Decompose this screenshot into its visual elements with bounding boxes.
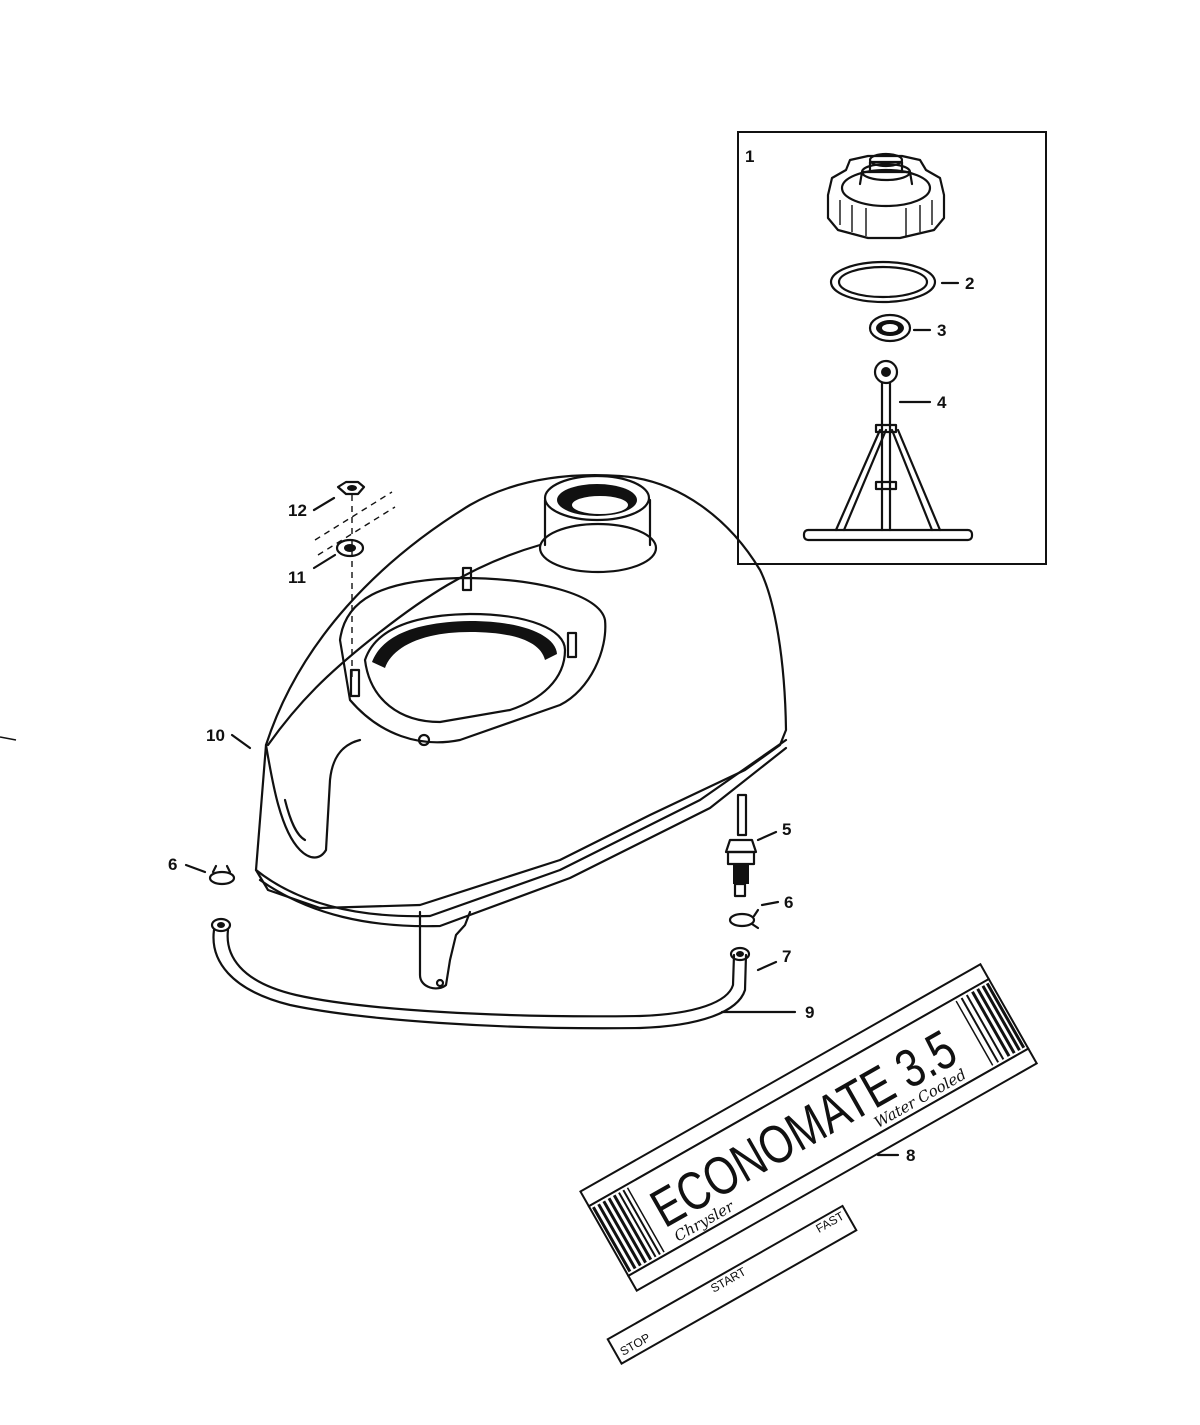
callout-3: 3 <box>937 321 946 340</box>
callout-12: 12 <box>288 501 307 520</box>
gasket: 2 <box>829 260 974 304</box>
tank-bracket <box>418 910 472 990</box>
callout-8: 8 <box>906 1146 915 1165</box>
callout-4: 4 <box>937 393 947 412</box>
hose-clamp-right: 6 <box>728 893 793 930</box>
callout-6-left: 6 <box>168 855 177 874</box>
fuel-cap <box>826 152 946 240</box>
vent-stand: 4 <box>802 359 974 542</box>
callout-2: 2 <box>965 274 974 293</box>
callout-11: 11 <box>288 568 306 587</box>
mounting-studs <box>349 566 578 747</box>
fuel-hose: 7 <box>210 917 791 1030</box>
decal-economate: ECONOMATE 3.5 Chrysler Water Cooled <box>579 962 1039 1292</box>
filler-neck <box>538 474 658 574</box>
nut-and-washer: 12 11 <box>288 480 396 680</box>
decal-barcode-right <box>955 982 1026 1066</box>
fuel-valve: 5 <box>724 793 791 898</box>
seal-ring: 3 <box>868 313 946 343</box>
callout-5: 5 <box>782 820 791 839</box>
callout-10: 10 <box>206 726 225 745</box>
hose-clamp-left: 6 <box>168 855 236 886</box>
callout-6-right: 6 <box>784 893 793 912</box>
fuel-cap-inset: 1 2 3 <box>737 131 1047 565</box>
callout-1: 1 <box>745 147 754 166</box>
fuel-tank: 10 <box>206 474 788 990</box>
decal-barcode-left <box>592 1187 665 1273</box>
callout-7: 7 <box>782 947 791 966</box>
callout-9: 9 <box>805 1003 814 1022</box>
